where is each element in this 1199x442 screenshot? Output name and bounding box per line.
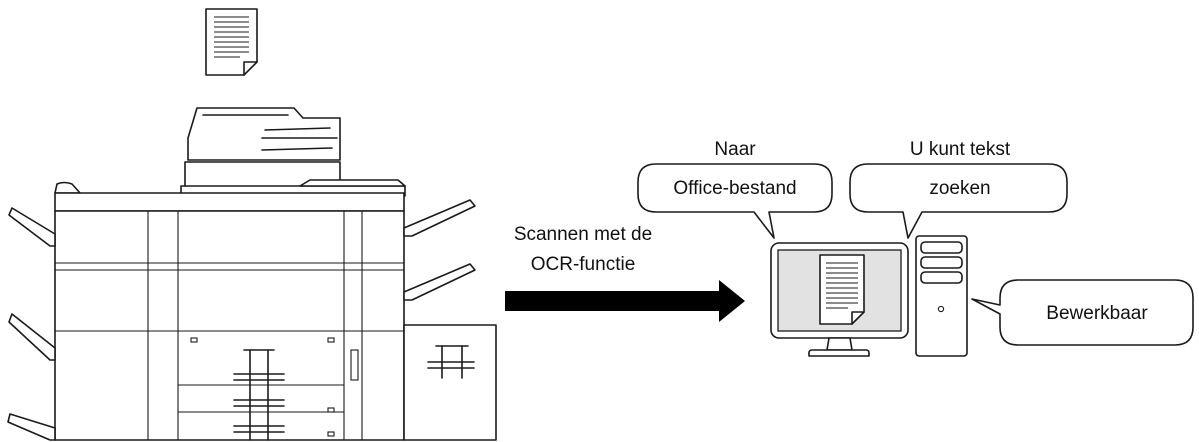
search-text-bubble: U kunt tekst zoeken (849, 139, 1068, 239)
search-bubble-line-2: zoeken (929, 178, 990, 199)
screen-document-icon (819, 254, 865, 325)
desktop-computer-icon (770, 235, 968, 357)
editable-bubble: Bewerkbaar (971, 279, 1194, 346)
office-bubble-line-2: Office-bestand (673, 178, 796, 199)
arrow-right-icon (505, 280, 745, 322)
source-document-icon (205, 8, 258, 76)
editable-bubble-text: Bewerkbaar (1046, 303, 1148, 324)
scan-label-line-2: OCR-functie (531, 254, 636, 275)
search-bubble-line-1: U kunt tekst (910, 139, 1011, 160)
office-file-bubble: Naar Office-bestand (637, 139, 833, 239)
scan-label-line-1: Scannen met de (514, 224, 652, 245)
office-bubble-line-1: Naar (714, 139, 756, 160)
multifunction-printer-icon (7, 107, 497, 441)
